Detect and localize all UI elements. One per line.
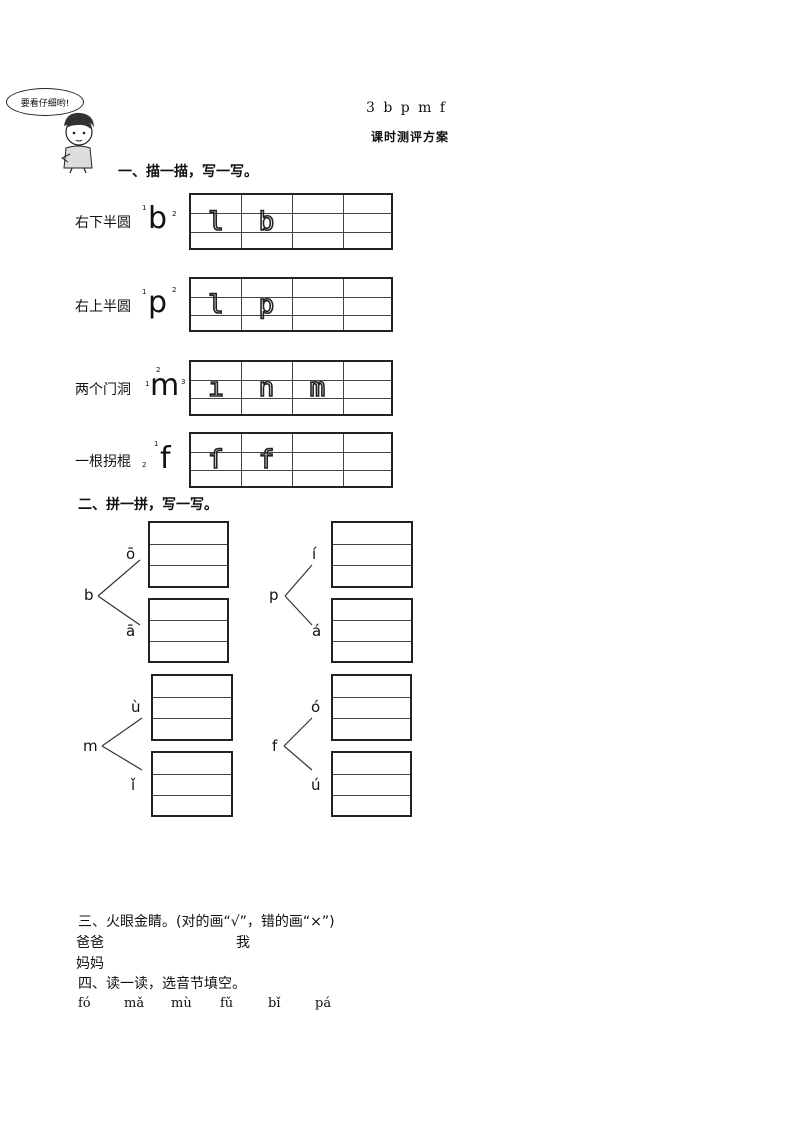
section3-heading: 三、火眼金睛。(对的画“√”，错的画“×”): [78, 914, 335, 930]
section4-heading: 四、读一读，选音节填空。: [78, 976, 246, 992]
row2-trace-2: p: [258, 289, 275, 321]
group-f-final-2: ú: [311, 776, 321, 794]
row3-label: 两个门洞: [75, 382, 131, 398]
group-b-box-1[interactable]: [148, 521, 229, 588]
row2-stroke-num-2: 2: [172, 286, 177, 294]
group-m-final-2: ǐ: [131, 776, 136, 794]
group-p-final-2: á: [312, 622, 322, 640]
row1-trace-1: l: [207, 206, 224, 238]
row4-stroke-num-1: 1: [154, 440, 159, 448]
word-mama: 妈妈: [76, 956, 104, 972]
syllable-6: pá: [315, 996, 332, 1011]
page-title: 3 b p m f: [366, 100, 448, 116]
row4-demo-letter: f: [160, 441, 171, 476]
group-m-final-1: ù: [131, 698, 141, 716]
row1-writing-grid[interactable]: l b: [189, 193, 393, 250]
syllable-5: bǐ: [268, 996, 281, 1011]
section2-heading: 二、拼一拼，写一写。: [78, 497, 218, 513]
group-m-box-1[interactable]: [151, 674, 233, 741]
group-p-box-1[interactable]: [331, 521, 413, 588]
group-b-box-2[interactable]: [148, 598, 229, 663]
group-f-initial: f: [272, 737, 278, 755]
row1-demo-letter: b: [148, 201, 168, 236]
word-wo: 我: [236, 935, 250, 951]
group-p-initial: p: [269, 586, 279, 604]
row3-stroke-num-1: 1: [145, 380, 150, 388]
row3-trace-2: n: [258, 372, 275, 404]
group-b-final-2: ā: [126, 622, 136, 640]
group-b-initial: b: [84, 586, 94, 604]
word-baba: 爸爸: [76, 935, 104, 951]
row3-writing-grid[interactable]: ı n m: [189, 360, 393, 416]
row2-stroke-num-1: 1: [142, 288, 147, 296]
section1-heading: 一、描一描，写一写。: [118, 164, 258, 180]
group-p-box-2[interactable]: [331, 598, 413, 663]
row3-trace-3: m: [309, 372, 326, 404]
row3-trace-1: ı: [207, 372, 224, 404]
page-subtitle: 课时测评方案: [371, 130, 450, 144]
group-b-final-1: ō: [126, 545, 136, 563]
speech-bubble-text: 要看仔细哟!: [20, 98, 70, 109]
syllable-4: fǔ: [220, 996, 234, 1011]
group-p-final-1: í: [312, 545, 317, 563]
row2-writing-grid[interactable]: l p: [189, 277, 393, 332]
row2-demo-letter: p: [148, 285, 168, 320]
row3-stroke-num-2: 2: [156, 366, 161, 374]
group-f-box-2[interactable]: [331, 751, 412, 817]
row3-stroke-num-3: 3: [181, 378, 186, 386]
row2-trace-1: l: [207, 289, 224, 321]
row3-demo-letter: m: [150, 368, 180, 403]
group-f-box-1[interactable]: [331, 674, 412, 741]
syllable-2: mǎ: [124, 996, 145, 1011]
row1-trace-2: b: [258, 206, 275, 238]
row4-trace-2: f: [258, 444, 275, 476]
speech-bubble: 要看仔细哟!: [6, 88, 84, 116]
row4-writing-grid[interactable]: ſ f: [189, 432, 393, 488]
cartoon-boy-illustration: [61, 112, 94, 174]
group-m-initial: m: [83, 737, 98, 755]
group-f-final-1: ó: [311, 698, 321, 716]
syllable-3: mù: [171, 996, 192, 1011]
syllable-1: fó: [78, 996, 91, 1011]
row1-label: 右下半圆: [75, 215, 131, 231]
row1-stroke-num-2: 2: [172, 210, 177, 218]
row2-label: 右上半圆: [75, 299, 131, 315]
row4-trace-1: ſ: [207, 444, 224, 476]
group-m-box-2[interactable]: [151, 751, 233, 817]
row4-stroke-num-2: 2: [142, 461, 147, 469]
row1-stroke-num-1: 1: [142, 204, 147, 212]
row4-label: 一根拐棍: [75, 454, 131, 470]
